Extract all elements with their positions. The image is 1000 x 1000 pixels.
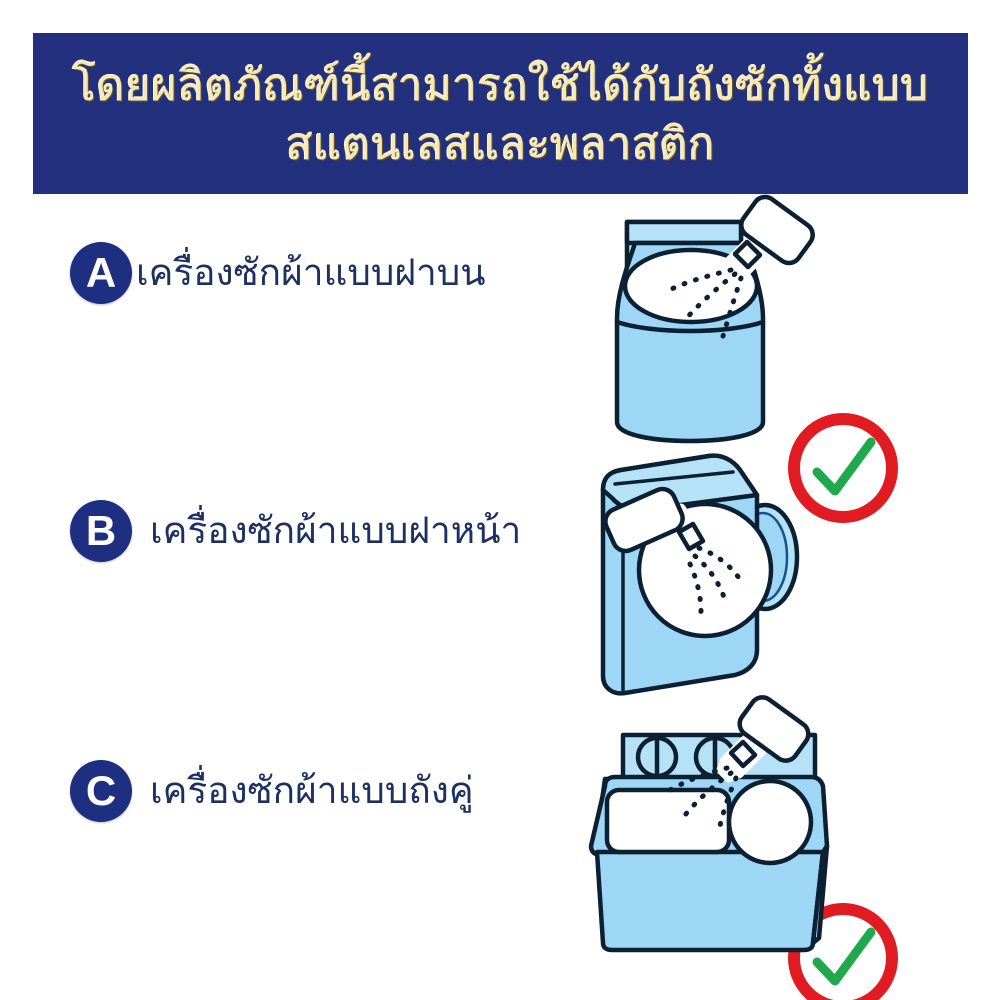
badge-c: C — [70, 760, 132, 822]
status-check-circle-b — [787, 902, 899, 1000]
row-b-label-block: B เครื่องซักผ้าแบบฝาหน้า — [70, 500, 521, 562]
control-knobs — [635, 735, 737, 779]
status-check-circle-a — [787, 412, 899, 524]
row-a-label: เครื่องซักผ้าแบบฝาบน — [136, 250, 486, 294]
illustration-front-load-washer — [585, 450, 995, 700]
row-twin-tub-washer: C เครื่องซักผ้าแบบถังคู่ — [0, 695, 1000, 953]
illustration-top-load-washer — [595, 194, 995, 450]
spray-dots — [660, 267, 744, 339]
wash-tub-lid — [604, 787, 732, 855]
spray-bottle-icon — [716, 695, 811, 783]
row-top-load-washer: A เครื่องซักผ้าแบบฝาบน — [0, 194, 1000, 523]
badge-a: A — [70, 242, 132, 304]
illustration-twin-tub-washer — [575, 695, 995, 955]
header-banner: โดยผลิตภัณฑ์นี้สามารถใช้ได้กับถังซักทั้ง… — [33, 33, 968, 194]
badge-b: B — [70, 500, 132, 562]
row-c-label: เครื่องซักผ้าแบบถังคู่ — [150, 768, 474, 812]
spray-dots — [660, 765, 739, 833]
green-check-icon — [812, 927, 876, 986]
washer-drum — [636, 501, 774, 639]
row-a-label-block: A เครื่องซักผ้าแบบฝาบน — [70, 242, 486, 304]
row-c-label-block: C เครื่องซักผ้าแบบถังคู่ — [70, 760, 474, 822]
row-b-label: เครื่องซักผ้าแบบฝาหน้า — [150, 508, 522, 552]
red-circle-icon — [788, 903, 898, 1000]
spin-tub-opening — [726, 778, 814, 866]
header-title-line-2: สแตนเลสและพลาสติก — [285, 118, 716, 170]
green-check-icon — [812, 437, 876, 496]
spray-dots — [687, 545, 742, 615]
spray-bottle-icon — [603, 486, 708, 557]
header-title-line-1: โดยผลิตภัณฑ์นี้สามารถใช้ได้กับถังซักทั้ง… — [72, 60, 929, 112]
row-front-load-washer: B เครื่องซักผ้าแบบฝาหน้า — [0, 450, 1000, 1000]
red-circle-icon — [788, 413, 898, 523]
